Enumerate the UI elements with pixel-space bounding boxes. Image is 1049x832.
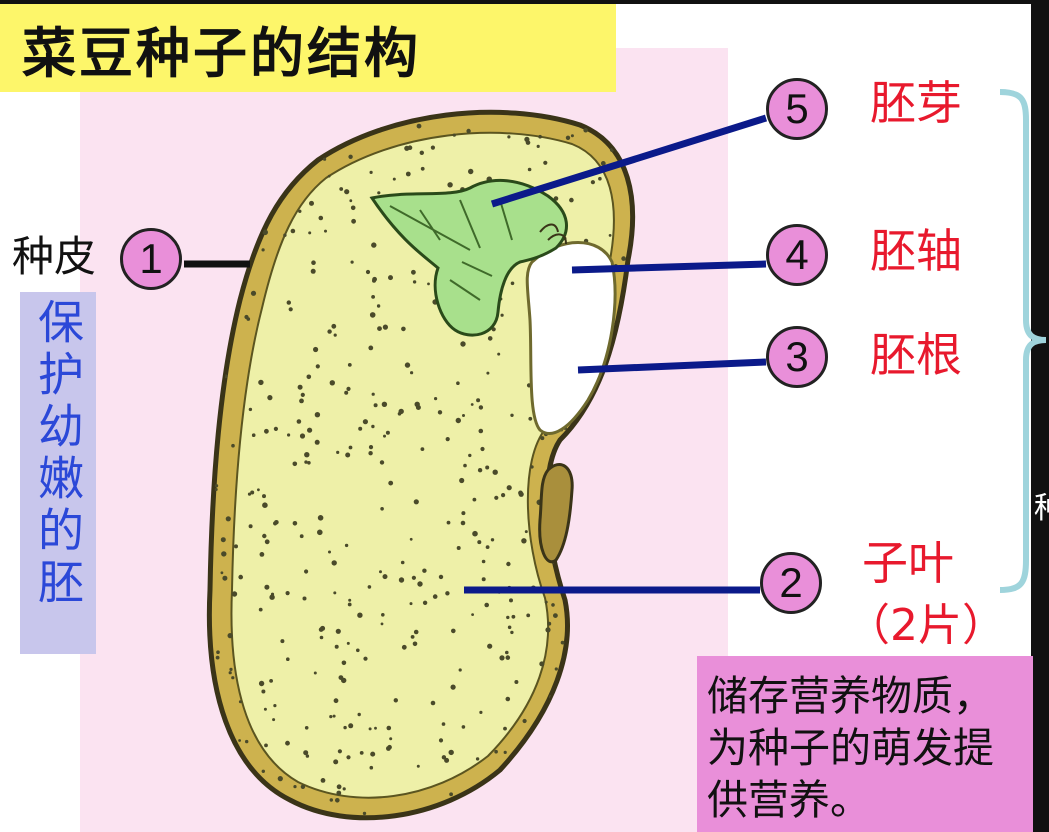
hilum: [538, 463, 574, 564]
seed-coat-function-box: 保护幼嫩的胚: [20, 292, 96, 654]
label-cotyledon-count: （2片）: [846, 600, 1006, 651]
cropped-edge-char: 种: [1034, 494, 1049, 524]
title-banner: 菜豆种子的结构: [0, 4, 616, 92]
plumule-veins: [389, 199, 513, 301]
label-radicle: 胚根: [870, 328, 962, 382]
leader-line-plumule: [490, 114, 768, 208]
label-plumule: 胚芽: [870, 76, 962, 130]
diagram-title: 菜豆种子的结构: [22, 21, 421, 85]
label-seed-coat: 种皮: [12, 232, 97, 281]
cotyledon: [230, 131, 615, 799]
label-hypocotyl: 胚轴: [870, 224, 962, 278]
embryo-bracket: [999, 89, 1047, 593]
right-border: [1031, 0, 1049, 832]
badge-seed-coat: 1: [120, 228, 182, 290]
badge-hypocotyl: 4: [766, 224, 828, 286]
badge-cotyledon: 2: [760, 552, 822, 614]
leader-line-hypocotyl: [571, 260, 767, 274]
badge-radicle: 3: [766, 326, 828, 388]
plumule-fold: [539, 223, 567, 245]
radicle: [525, 241, 617, 435]
plumule: [369, 178, 568, 337]
cotyledon-function-text: 储存营养物质， 为种子的萌发提 供营养。: [707, 672, 994, 824]
label-cotyledon: 子叶: [862, 536, 954, 590]
seed-coat-function-text: 保护幼嫩的胚: [31, 298, 85, 610]
top-border: [0, 0, 1049, 4]
cotyledon-function-box: 储存营养物质， 为种子的萌发提 供营养。: [697, 656, 1033, 832]
leader-line-radicle: [577, 358, 767, 374]
badge-plumule: 5: [766, 78, 828, 140]
